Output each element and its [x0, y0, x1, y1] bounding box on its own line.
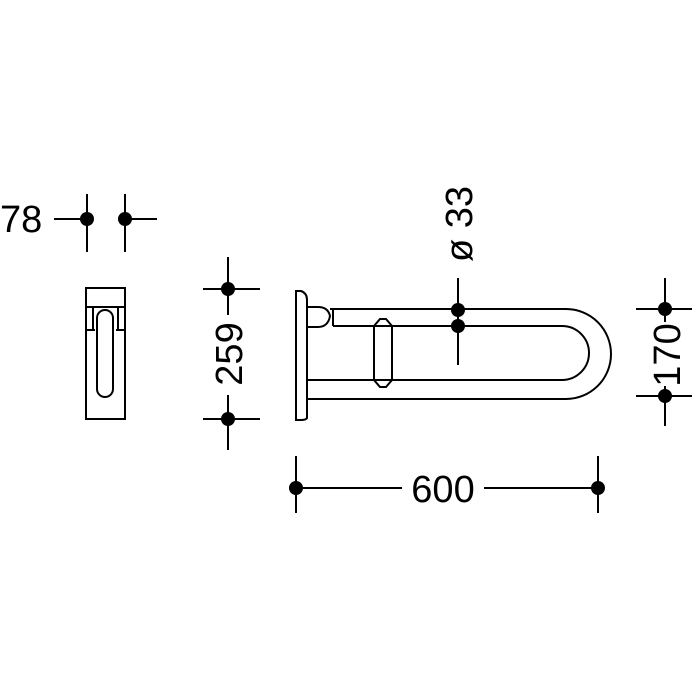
dimension-marker [591, 481, 605, 495]
dimension-marker [658, 389, 672, 403]
dimension-plate-height: 259 [203, 257, 260, 450]
side-view [85, 287, 126, 420]
front-view [295, 290, 612, 421]
dimension-marker [80, 212, 94, 226]
dimension-marker [289, 481, 303, 495]
dimension-marker [118, 212, 132, 226]
dimension-depth: 78 [0, 194, 157, 252]
dimension-bar-height-label: 170 [647, 323, 689, 386]
dimension-length-label: 600 [411, 469, 474, 511]
dimension-plate-height-label: 259 [209, 322, 251, 385]
dimension-tube-diameter: ø 33 [439, 186, 481, 365]
dimension-length: 600 [289, 456, 605, 513]
dimension-marker [221, 412, 235, 426]
dimension-depth-label: 78 [0, 199, 42, 241]
dimension-marker [221, 282, 235, 296]
dimension-bar-height: 170 [636, 278, 692, 426]
dimension-marker [451, 303, 465, 317]
dimension-marker [451, 319, 465, 333]
dimension-marker [658, 302, 672, 316]
dimension-tube-diameter-label: ø 33 [439, 186, 481, 262]
